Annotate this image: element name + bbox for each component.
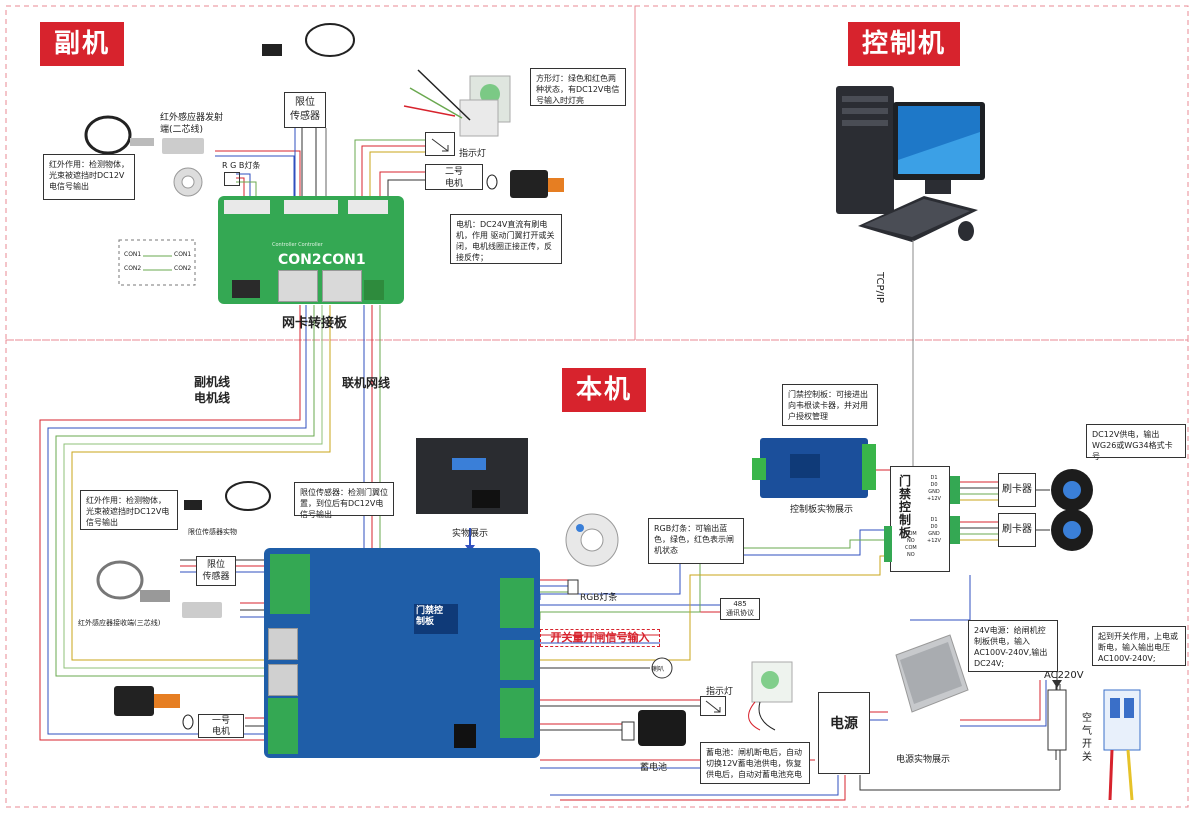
aux-square-light-note: 方形灯：绿色和红色两种状态，有DC12V电信号输入时灯亮 xyxy=(530,68,626,106)
adapter-con1-label: CON1 xyxy=(322,252,366,268)
pin-12v-top: +12V xyxy=(927,496,941,502)
net-line-label: 联机网线 xyxy=(342,376,391,390)
psu-label: 电源 xyxy=(830,716,858,732)
adapter-board: CON2 CON1 Controller Controller xyxy=(218,196,404,304)
pin-com-1: COM xyxy=(905,531,917,537)
aux-motor2-box: 二号 电机 xyxy=(425,164,483,190)
limit-sensor-note: 限位传感器：检测门翼位置，到位后有DC12V电信号输出 xyxy=(294,482,394,519)
aux-limit-sensor-box: 限位 传感器 xyxy=(284,92,326,128)
aux-ir-emitter-label: 红外感应器发射 端(二芯线) xyxy=(160,113,224,135)
main-indicator-symbol xyxy=(700,696,726,716)
limit-sensor-caption: 限位传感器实物 xyxy=(188,528,237,536)
access-terminal-bottom xyxy=(950,516,960,544)
display-caption: 实物展示 xyxy=(452,529,489,539)
main-control-board: 门禁控 制板 xyxy=(264,548,540,758)
pin-d1-bottom: D1 xyxy=(930,517,938,523)
aux-ir-note: 红外作用：检测物体，光束被遮挡时DC12V电信号输出 xyxy=(43,154,135,200)
aux-rgb-connector xyxy=(224,172,240,186)
battery-caption: 蓄电池 xyxy=(640,763,668,773)
card-reader-box-1: 刷卡器 xyxy=(998,473,1036,507)
access-board-caption: 控制板实物展示 xyxy=(790,505,854,515)
board-gate-label: 门禁控 制板 xyxy=(416,606,444,627)
pin-gnd-bottom: GND xyxy=(928,531,940,537)
con-legend-2a: CON2 xyxy=(124,265,142,272)
access-board-note: 门禁控制板：可接进出向韦根读卡器，并对用户授权管理 xyxy=(782,384,878,426)
card-reader-note: DC12V供电，输出WG26或WG34格式卡号 xyxy=(1086,424,1186,461)
ac-label: AC220V xyxy=(1044,670,1084,681)
pin-12v-bottom: +12V xyxy=(927,538,941,544)
con-legend-1b: CON1 xyxy=(174,251,192,258)
pin-no-2: NO xyxy=(907,552,915,558)
psu-caption: 电源实物展示 xyxy=(896,755,951,765)
motor1-box: 一号 电机 xyxy=(198,714,244,738)
section-title-aux: 副机 xyxy=(40,22,125,66)
access-control-block: 门 禁 控 制 板 D1 D0 GND +12V D1 D0 GND +12V … xyxy=(890,466,950,572)
psu-box: 电源 xyxy=(818,692,870,774)
aux-indicator-symbol xyxy=(425,132,455,156)
aux-motor-note: 电机：DC24V直流有刷电机，作用 驱动门翼打开或关闭，电机线圈正接正传，反接反… xyxy=(450,214,562,264)
battery-note: 蓄电池：闸机断电后，自动切换12V蓄电池供电，恢复供电后，自动对蓄电池充电 xyxy=(700,742,810,784)
pin-no-1: NO xyxy=(907,538,915,544)
main-ir-note: 红外作用：检测物体，光束被遮挡时DC12V电信号输出 xyxy=(80,490,178,530)
rgb-label: RGB灯条 xyxy=(580,593,618,603)
ir-receiver-caption: 红外感应器接收端(三芯线) xyxy=(78,619,161,627)
breaker-note: 起到开关作用，上电或断电，输入输出电压AC100V-240V; xyxy=(1092,626,1186,666)
section-title-main: 本机 xyxy=(562,368,647,412)
pin-gnd-top: GND xyxy=(928,489,940,495)
access-terminal-com xyxy=(884,526,892,562)
pin-com-2: COM xyxy=(905,545,917,551)
pin-d0-top: D0 xyxy=(930,482,938,488)
aux-rgb-label: R G B灯条 xyxy=(222,161,261,170)
card-reader-box-2: 刷卡器 xyxy=(998,513,1036,547)
aux-indicator-label: 指示灯 xyxy=(459,149,487,159)
con-legend-1a: CON1 xyxy=(124,251,142,258)
main-indicator-label: 指示灯 xyxy=(706,687,734,697)
con-legend-2b: CON2 xyxy=(174,265,192,272)
main-limit-sensor-box: 限位 传感器 xyxy=(196,556,236,586)
pin-d0-bottom: D0 xyxy=(930,524,938,530)
buzzer-label: 喇叭 xyxy=(652,666,665,673)
aux-line-label: 副机线 电机线 xyxy=(194,375,231,405)
adapter-con2-label: CON2 xyxy=(278,252,322,268)
adapter-board-text: Controller Controller xyxy=(272,242,323,248)
breaker-label: 空 气 开 关 xyxy=(1082,713,1092,763)
section-title-control: 控制机 xyxy=(848,22,961,66)
psu-note: 24V电源：给闸机控制板供电，输入AC100V-240V,输出DC24V; xyxy=(968,620,1058,672)
pin-d1-top: D1 xyxy=(930,475,938,481)
rgb-note: RGB灯条：可输出蓝色，绿色，红色表示闸机状态 xyxy=(648,518,744,564)
adapter-caption: 网卡转接板 xyxy=(282,316,348,331)
access-terminal-top xyxy=(950,476,960,504)
tcpip-label: TCP/IP xyxy=(874,272,885,303)
switch-input-label: 开关量开闸信号输入 xyxy=(540,629,660,647)
rs485-box: 485 通讯协议 xyxy=(720,598,760,620)
